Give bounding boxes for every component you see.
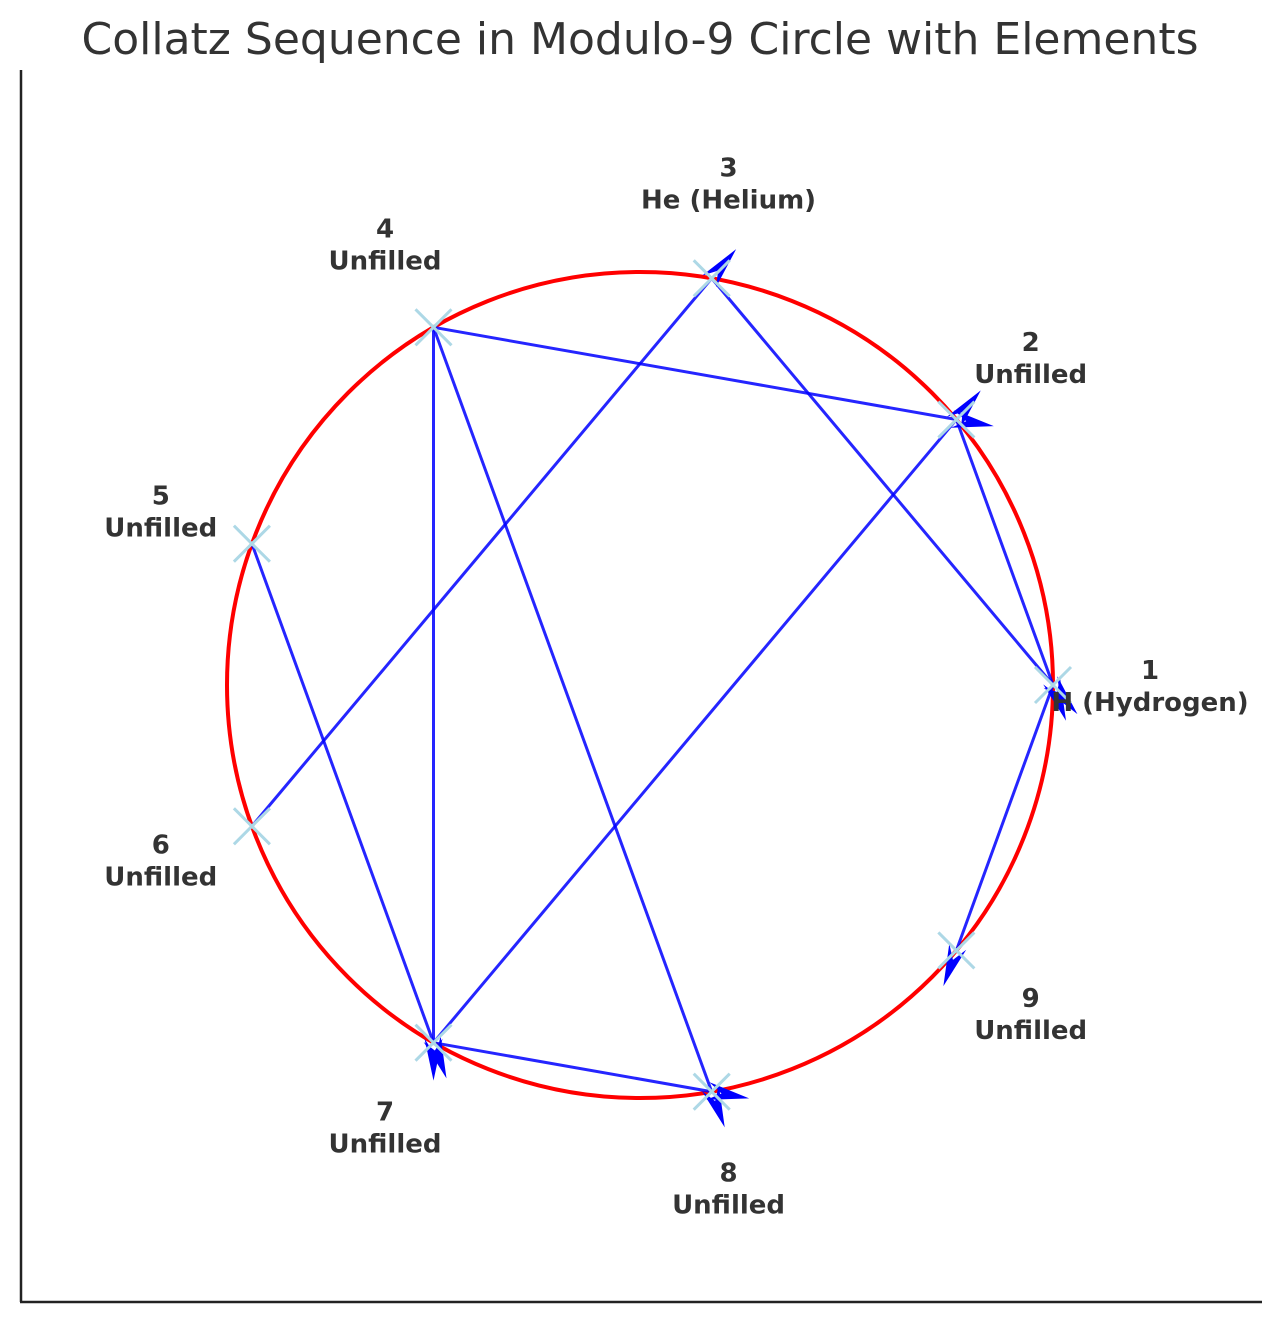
edge-2-to-1 — [954, 419, 1066, 721]
node-3-number: 3 — [720, 154, 738, 184]
edge-7-to-2 — [432, 390, 981, 1044]
node-6-marker — [232, 807, 271, 846]
edge-5-to-7 — [250, 543, 447, 1079]
node-5-element: Unfilled — [104, 514, 217, 544]
node-1-element: H (Hydrogen) — [1051, 688, 1248, 718]
node-2-number: 2 — [1022, 328, 1040, 358]
node-4-marker — [414, 308, 453, 347]
edge-7-to-8 — [433, 1041, 750, 1100]
node-3-marker — [692, 259, 731, 298]
node-5-marker — [232, 524, 271, 563]
edge-arrowhead — [702, 249, 737, 288]
node-8-number: 8 — [720, 1158, 738, 1188]
edge-1-to-9 — [943, 684, 1055, 987]
node-7-number: 7 — [376, 1098, 394, 1128]
modulo-circle — [225, 270, 1055, 1100]
node-7-marker — [414, 1023, 453, 1062]
node-4-number: 4 — [376, 214, 394, 244]
edge-6-to-3 — [250, 249, 737, 828]
node-9-number: 9 — [1022, 984, 1040, 1014]
node-9-marker — [937, 931, 976, 970]
node-9-element: Unfilled — [974, 1016, 1087, 1046]
edge-arrowhead — [946, 390, 981, 429]
node-2-element: Unfilled — [974, 360, 1087, 390]
node-6-number: 6 — [152, 830, 170, 860]
node-8-element: Unfilled — [672, 1190, 785, 1220]
node-5-number: 5 — [152, 482, 170, 512]
markers-layer — [232, 259, 1073, 1111]
node-3-element: He (Helium) — [641, 186, 816, 216]
node-4-element: Unfilled — [329, 246, 442, 276]
edge-3-to-1 — [710, 277, 1078, 715]
node-7-element: Unfilled — [329, 1130, 442, 1160]
edge-4-to-8 — [432, 326, 725, 1128]
node-6-element: Unfilled — [104, 862, 217, 892]
edge-4-to-7 — [424, 327, 443, 1081]
node-1-number: 1 — [1141, 656, 1159, 686]
node-1-marker — [1033, 665, 1073, 705]
node-2-marker — [937, 400, 976, 439]
edges-layer — [250, 249, 1078, 1128]
edge-4-to-2 — [433, 325, 994, 428]
node-8-marker — [692, 1072, 731, 1111]
chart-title: Collatz Sequence in Modulo-9 Circle with… — [82, 14, 1199, 65]
edge-arrowhead — [1043, 676, 1078, 715]
